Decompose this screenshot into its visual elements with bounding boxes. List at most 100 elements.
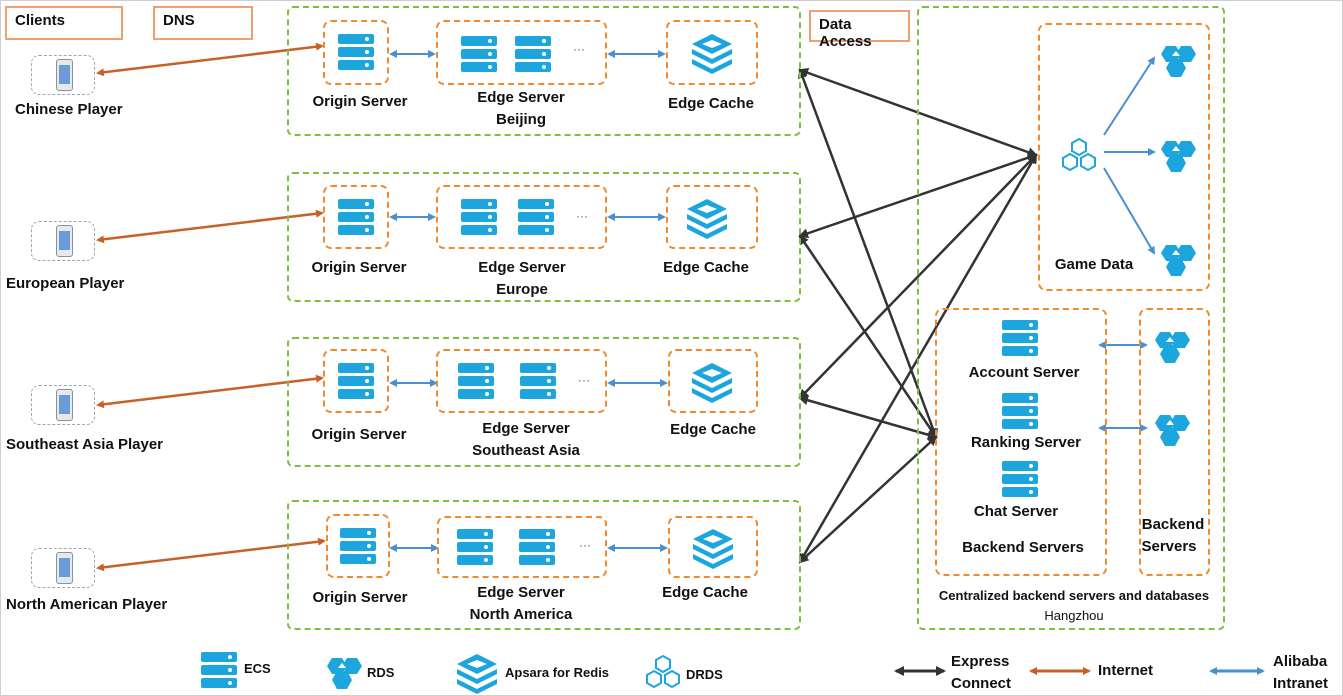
player-label: European Player <box>6 275 125 292</box>
hangzhou-location: Hangzhou <box>1044 608 1104 623</box>
legend-intranet: Alibaba <box>1273 653 1328 670</box>
express-link <box>798 395 938 440</box>
region-group <box>287 500 801 630</box>
intranet-link <box>1103 56 1156 136</box>
cache-box <box>668 516 758 578</box>
rds-icon <box>1161 141 1196 172</box>
edge-label: Edge Server <box>478 259 566 276</box>
drds-icon <box>646 654 680 689</box>
express-link <box>798 435 938 564</box>
ecs-icon <box>1002 461 1038 500</box>
express-connect-legend-arrow <box>894 666 946 676</box>
intranet-links <box>389 50 1156 552</box>
ecs-icon <box>340 528 376 567</box>
region-group <box>287 172 801 302</box>
backend-servers-box <box>935 308 1107 576</box>
region-label: Beijing <box>495 111 547 128</box>
edge-box: ··· <box>437 516 607 578</box>
edge-box: ··· <box>436 20 607 85</box>
redis-icon <box>692 34 732 74</box>
dns-header: DNS <box>153 6 253 40</box>
ellipsis: ··· <box>579 538 591 552</box>
edge-box: ··· <box>436 185 607 249</box>
cache-label: Edge Cache <box>668 95 754 112</box>
region-group <box>287 337 801 467</box>
phone-icon <box>31 548 95 588</box>
ecs-icon <box>458 363 494 402</box>
game-data-box <box>1038 23 1210 291</box>
ecs-icon <box>1002 320 1038 359</box>
origin-label: Origin Server <box>312 93 408 110</box>
origin-box <box>323 349 389 413</box>
cache-box <box>666 185 758 249</box>
player-label: Chinese Player <box>15 101 123 118</box>
ecs-icon <box>338 34 374 73</box>
ranking-server-label: Ranking Server <box>970 434 1082 451</box>
account-server-label: Account Server <box>968 364 1080 381</box>
clients-header: Clients <box>5 6 123 40</box>
ellipsis: ··· <box>573 42 585 56</box>
cache-box <box>666 20 758 85</box>
origin-label: Origin Server <box>311 259 407 276</box>
cache-label: Edge Cache <box>670 421 756 438</box>
backend-servers-label: Backend Servers <box>962 539 1084 556</box>
ellipsis: ··· <box>578 373 590 387</box>
ecs-icon <box>519 529 555 568</box>
rds-icon <box>327 658 362 689</box>
ecs-icon <box>461 36 497 75</box>
legend-rds: RDS <box>367 665 395 680</box>
backend-db-box <box>1139 308 1210 576</box>
phone-icon <box>31 55 95 95</box>
chat-server-label: Chat Server <box>973 503 1059 520</box>
internet-link <box>96 42 324 77</box>
redis-icon <box>687 199 727 239</box>
region-label: North America <box>469 606 573 623</box>
phone-icon <box>31 385 95 425</box>
intranet-link <box>1103 167 1156 255</box>
rds-icon <box>1161 245 1196 276</box>
region-label: Southeast Asia <box>472 442 580 459</box>
ecs-icon <box>520 363 556 402</box>
hangzhou-caption: Centralized backend servers and database… <box>938 588 1210 603</box>
redis-icon <box>692 363 732 403</box>
ecs-icon <box>338 199 374 238</box>
backend-db-label: Backend <box>1141 516 1205 533</box>
legend-ecs: ECS <box>244 661 271 676</box>
player-label: North American Player <box>6 596 168 613</box>
origin-box <box>323 20 389 85</box>
legend-express: Express <box>951 653 1010 670</box>
ecs-icon <box>201 652 237 691</box>
player-label: Southeast Asia Player <box>6 436 164 453</box>
backend-db-label: Servers <box>1141 538 1197 555</box>
origin-label: Origin Server <box>311 426 407 443</box>
edge-label: Edge Server <box>477 89 565 106</box>
legend-express: Connect <box>951 675 1011 692</box>
edge-label: Edge Server <box>477 584 565 601</box>
rds-icon <box>1161 46 1196 77</box>
express-link <box>798 234 938 439</box>
origin-label: Origin Server <box>312 589 408 606</box>
edge-box: ··· <box>436 349 607 413</box>
cache-box <box>668 349 758 413</box>
rds-icon <box>1155 415 1190 446</box>
edge-label: Edge Server <box>482 420 570 437</box>
origin-box <box>326 514 390 578</box>
legend-drds: DRDS <box>686 667 723 682</box>
legend-intranet: Intranet <box>1273 675 1329 692</box>
rds-icon <box>1155 332 1190 363</box>
region-group <box>287 6 801 136</box>
redis-icon <box>457 654 497 694</box>
ecs-icon <box>515 36 551 75</box>
drds-icon <box>1062 137 1096 172</box>
hangzhou-group <box>917 6 1225 630</box>
data-access-header: Data Access <box>809 10 910 50</box>
cache-label: Edge Cache <box>663 259 749 276</box>
ecs-icon <box>457 529 493 568</box>
internet-link <box>96 537 326 572</box>
region-label: Europe <box>496 281 548 298</box>
intranet-legend-arrow <box>1209 667 1265 675</box>
phone-icon <box>31 221 95 261</box>
internet-links <box>96 42 326 572</box>
legend-internet: Internet <box>1098 662 1154 679</box>
ecs-icon <box>338 363 374 402</box>
